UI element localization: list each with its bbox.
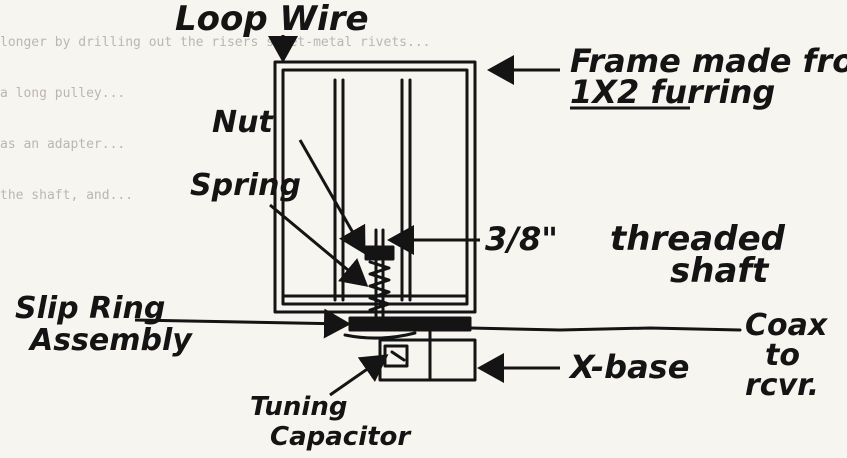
label-frame-material: 1X2 furring [570, 73, 775, 111]
label-frame: Frame made from [570, 42, 847, 80]
spring-coil [368, 260, 391, 312]
label-spring: Spring [190, 168, 301, 203]
background-line: as an adapter... [0, 137, 126, 152]
nut [364, 245, 395, 261]
label-slip-ring: Slip Ring [15, 291, 165, 326]
base-foot [343, 331, 417, 340]
label-shaft-size: 3/8" [485, 220, 558, 258]
arrow-nut [298, 139, 366, 255]
label-x-base: X-base [568, 348, 689, 386]
arrow-spring [269, 203, 369, 287]
coax-cable [468, 326, 742, 332]
label-receiver: rcvr. [745, 368, 819, 403]
label-tuning: Tuning [250, 392, 347, 422]
label-loop-wire: Loop Wire [175, 0, 369, 39]
label-nut: Nut [212, 105, 274, 140]
label-coax: Coax [745, 308, 829, 343]
background-line: the shaft, and... [0, 188, 134, 203]
label-assembly: Assembly [28, 323, 193, 358]
capacitor-knob [390, 350, 406, 362]
label-shaft-word: shaft [670, 251, 770, 291]
arrow-slip-ring [134, 308, 351, 339]
label-shaft-type: threaded [610, 219, 786, 259]
label-to: to [765, 338, 800, 373]
label-capacitor: Capacitor [270, 422, 412, 452]
background-line: a long pulley... [0, 86, 126, 101]
arrow-capacitor [329, 354, 389, 397]
slip-ring [348, 316, 472, 332]
